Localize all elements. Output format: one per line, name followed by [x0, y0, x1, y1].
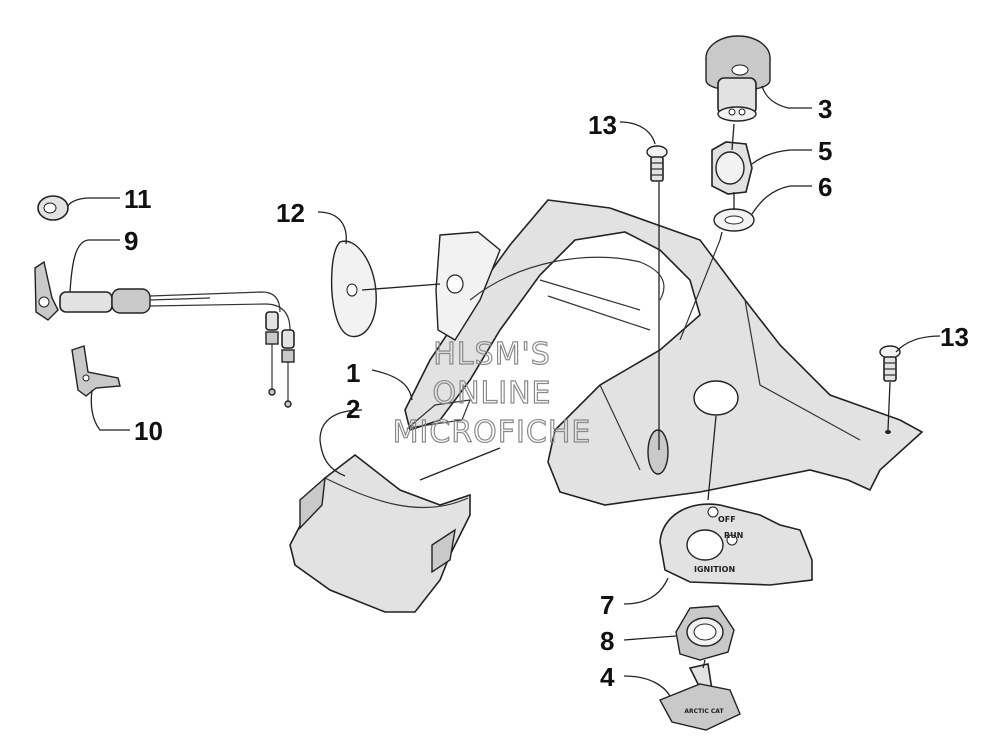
switch-plate: OFF RUN IGNITION — [659, 503, 813, 586]
watermark-line-2: ONLINE — [432, 376, 551, 411]
callout-2: 2 — [346, 394, 360, 424]
watermark-line-3: MICROFICHE — [393, 415, 592, 450]
ignition-switch — [705, 35, 771, 122]
off-label: OFF — [718, 515, 736, 524]
console-housing — [404, 199, 924, 506]
leader-lines — [67, 85, 941, 697]
callout-12: 12 — [276, 198, 305, 228]
callout-13-left: 13 — [588, 110, 617, 140]
callout-6: 6 — [818, 172, 832, 202]
ignition-key: ARCTIC CAT — [659, 663, 741, 731]
lock-washer — [713, 208, 755, 232]
screw-left — [646, 145, 668, 182]
cable-hole — [446, 274, 464, 294]
grommet — [330, 240, 377, 338]
screw-boss — [647, 429, 669, 475]
switch-nut — [711, 141, 753, 195]
washer — [37, 195, 69, 221]
callouts: 11 9 10 12 1 2 13 13 3 5 6 7 8 4 — [124, 94, 969, 692]
callout-4: 4 — [600, 662, 615, 692]
callout-3: 3 — [818, 94, 832, 124]
hex-nut — [675, 605, 735, 661]
screw-hole — [885, 430, 891, 434]
throttle-cable-assembly — [34, 260, 295, 408]
callout-9: 9 — [124, 226, 138, 256]
ignition-label: IGNITION — [694, 565, 735, 574]
callout-1: 1 — [346, 358, 360, 388]
screw-right — [879, 345, 901, 382]
run-label: RUN — [724, 531, 743, 540]
callout-7: 7 — [600, 590, 614, 620]
callout-8: 8 — [600, 626, 614, 656]
callout-10: 10 — [134, 416, 163, 446]
ignition-hole — [693, 380, 739, 416]
lower-cover — [289, 453, 471, 613]
callout-13-right: 13 — [940, 322, 969, 352]
callout-11: 11 — [124, 184, 152, 214]
watermark: HLSM'S ONLINE MICROFICHE — [392, 336, 592, 450]
throttle-lever — [71, 345, 121, 397]
callout-5: 5 — [818, 136, 832, 166]
watermark-line-1: HLSM'S — [433, 337, 551, 372]
key-logo: ARCTIC CAT — [684, 708, 724, 715]
